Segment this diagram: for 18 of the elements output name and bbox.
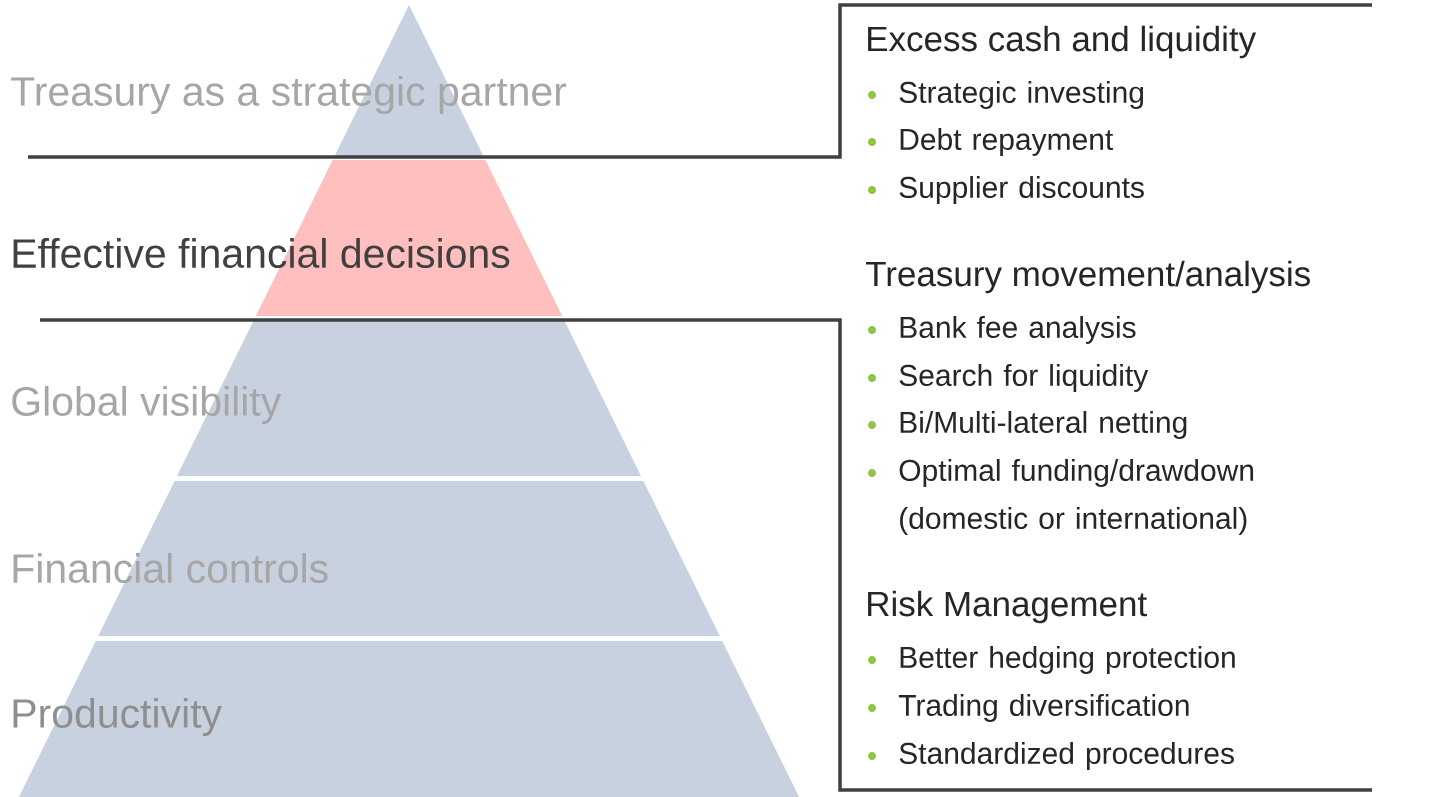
section-heading: Risk Management xyxy=(868,590,1147,624)
bullet-item: Supplier discounts xyxy=(868,176,1144,204)
bullet-item: Debt repayment xyxy=(868,128,1114,156)
bullet-item: Search for liquidity xyxy=(868,364,1149,392)
pyramid-layer: Productivity xyxy=(13,641,800,797)
bullet-item: Bi/Multi-lateral netting xyxy=(868,411,1187,439)
bullet-item: Strategic investing xyxy=(868,81,1144,109)
pyramid-layer: Treasury as a strategic partner xyxy=(11,5,567,157)
bullet-item: Optimal funding/drawdown (domestic or international) xyxy=(868,459,1254,535)
bullet-item: Trading diversification xyxy=(868,694,1189,722)
section-heading: Treasury movement/analysis xyxy=(866,260,1310,294)
pyramid-layer: Financial controls xyxy=(13,481,720,636)
section-heading: Excess cash and liquidity xyxy=(868,25,1257,59)
pyramid-layer: Effective financial decisions xyxy=(13,160,563,316)
bullet-item: Standardized procedures xyxy=(868,742,1234,770)
pyramid-layer: Global visibility xyxy=(12,320,641,476)
bullet-item: Bank fee analysis xyxy=(868,316,1136,344)
bullet-item: Better hedging protection xyxy=(868,646,1235,674)
